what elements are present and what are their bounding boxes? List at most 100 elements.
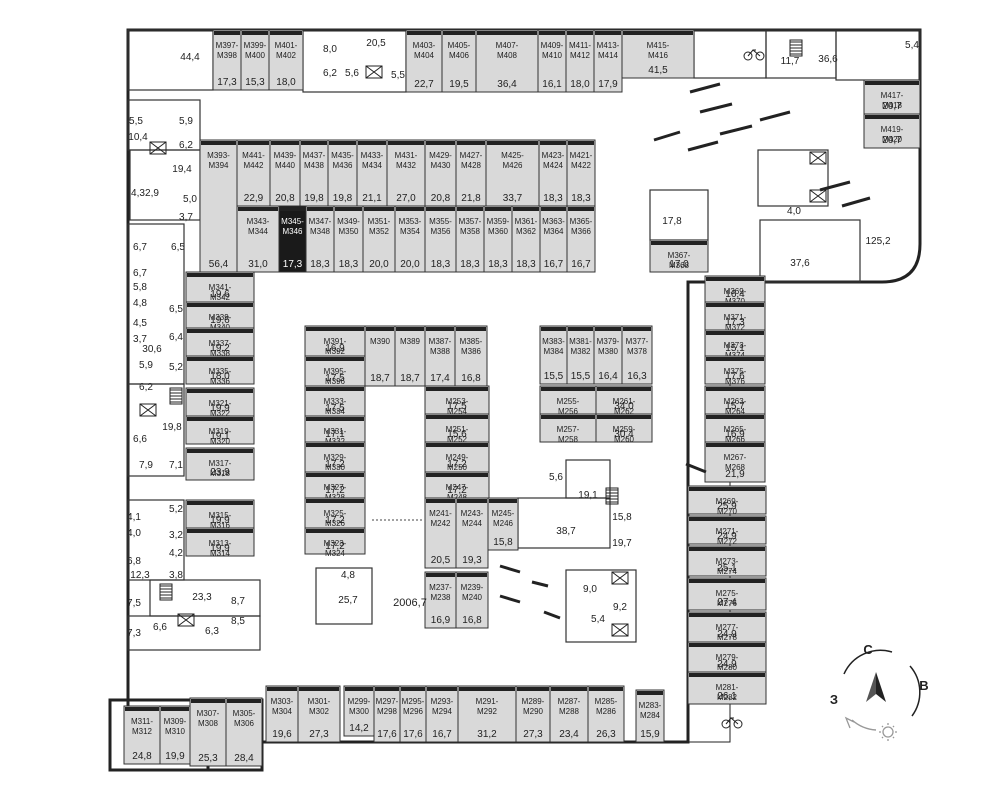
cell-m247-m248[interactable]: M247-M24817,2	[424, 471, 490, 502]
cell-m255-m256[interactable]: M255-M256	[539, 385, 597, 416]
cell-m339-m340[interactable]: M339-M34019,6	[185, 301, 255, 332]
cell-m257-m258[interactable]: M257-M258	[539, 413, 597, 444]
